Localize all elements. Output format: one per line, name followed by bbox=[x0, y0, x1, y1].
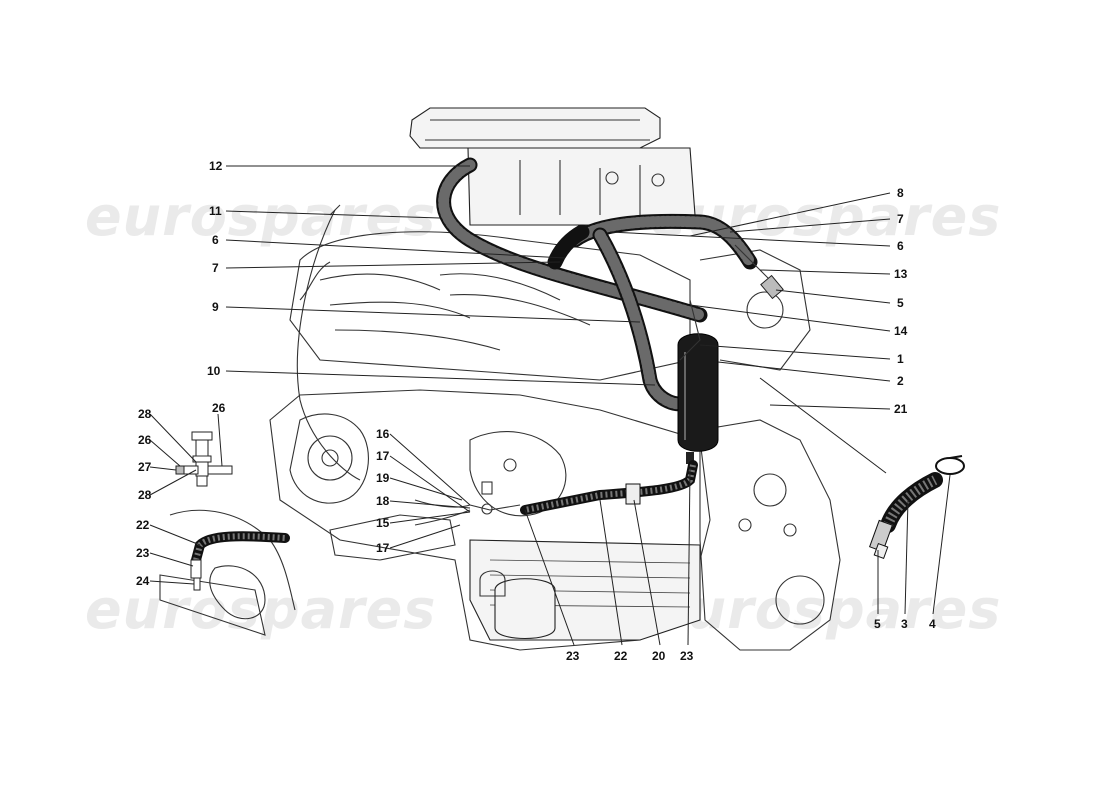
callout-24: 24 bbox=[136, 574, 150, 588]
callout-23-bottom-b: 23 bbox=[680, 649, 694, 663]
callout-17-lower: 17 bbox=[376, 541, 390, 555]
callout-23-left: 23 bbox=[136, 546, 150, 560]
callout-11: 11 bbox=[209, 204, 222, 218]
callout-27: 27 bbox=[138, 460, 152, 474]
callout-2: 2 bbox=[897, 374, 904, 388]
watermark-bottom-right: eurospares bbox=[650, 578, 1002, 641]
callout-16: 16 bbox=[376, 427, 390, 441]
dipstick-rod bbox=[759, 377, 887, 474]
callout-4: 4 bbox=[929, 617, 936, 631]
callout-21: 21 bbox=[894, 402, 908, 416]
engine-drawing bbox=[269, 107, 841, 651]
drain-hose bbox=[414, 460, 698, 526]
oil-separator bbox=[677, 299, 719, 464]
leader-lines bbox=[149, 165, 951, 646]
callout-8: 8 bbox=[897, 186, 904, 200]
detail-cross-fitting bbox=[175, 431, 233, 487]
callout-10: 10 bbox=[207, 364, 221, 378]
callout-3: 3 bbox=[901, 617, 908, 631]
callout-18: 18 bbox=[376, 494, 390, 508]
watermark-top-left: eurospares bbox=[85, 185, 437, 248]
callout-12: 12 bbox=[209, 159, 223, 173]
callout-28-upper: 28 bbox=[138, 407, 152, 421]
callout-22-left: 22 bbox=[136, 518, 150, 532]
callout-28-lower: 28 bbox=[138, 488, 152, 502]
dipstick-tube bbox=[296, 209, 361, 481]
callout-labels: 12 11 6 7 9 10 8 7 6 13 5 14 1 2 21 16 1… bbox=[136, 159, 936, 663]
callout-26-top: 26 bbox=[212, 401, 226, 415]
callout-1: 1 bbox=[897, 352, 904, 366]
callout-13: 13 bbox=[894, 267, 908, 281]
callout-23-bottom-a: 23 bbox=[566, 649, 580, 663]
callout-20: 20 bbox=[652, 649, 666, 663]
breather-hoses bbox=[436, 157, 758, 412]
callout-5-lower: 5 bbox=[874, 617, 881, 631]
callout-19: 19 bbox=[376, 471, 390, 485]
callout-15: 15 bbox=[376, 516, 390, 530]
callout-5-upper: 5 bbox=[897, 296, 904, 310]
callout-6-right: 6 bbox=[897, 239, 904, 253]
vent-fitting bbox=[760, 274, 784, 300]
callout-26-left: 26 bbox=[138, 433, 152, 447]
callout-17-upper: 17 bbox=[376, 449, 390, 463]
detail-right-hose bbox=[868, 455, 965, 559]
callout-9: 9 bbox=[212, 300, 219, 314]
callout-6-left: 6 bbox=[212, 233, 219, 247]
detail-drain bbox=[159, 509, 296, 636]
watermark-bottom-left: eurospares bbox=[85, 578, 437, 641]
callout-7-left: 7 bbox=[212, 261, 219, 275]
callout-22-bottom: 22 bbox=[614, 649, 628, 663]
callout-7-right: 7 bbox=[897, 212, 904, 226]
callout-14: 14 bbox=[894, 324, 908, 338]
